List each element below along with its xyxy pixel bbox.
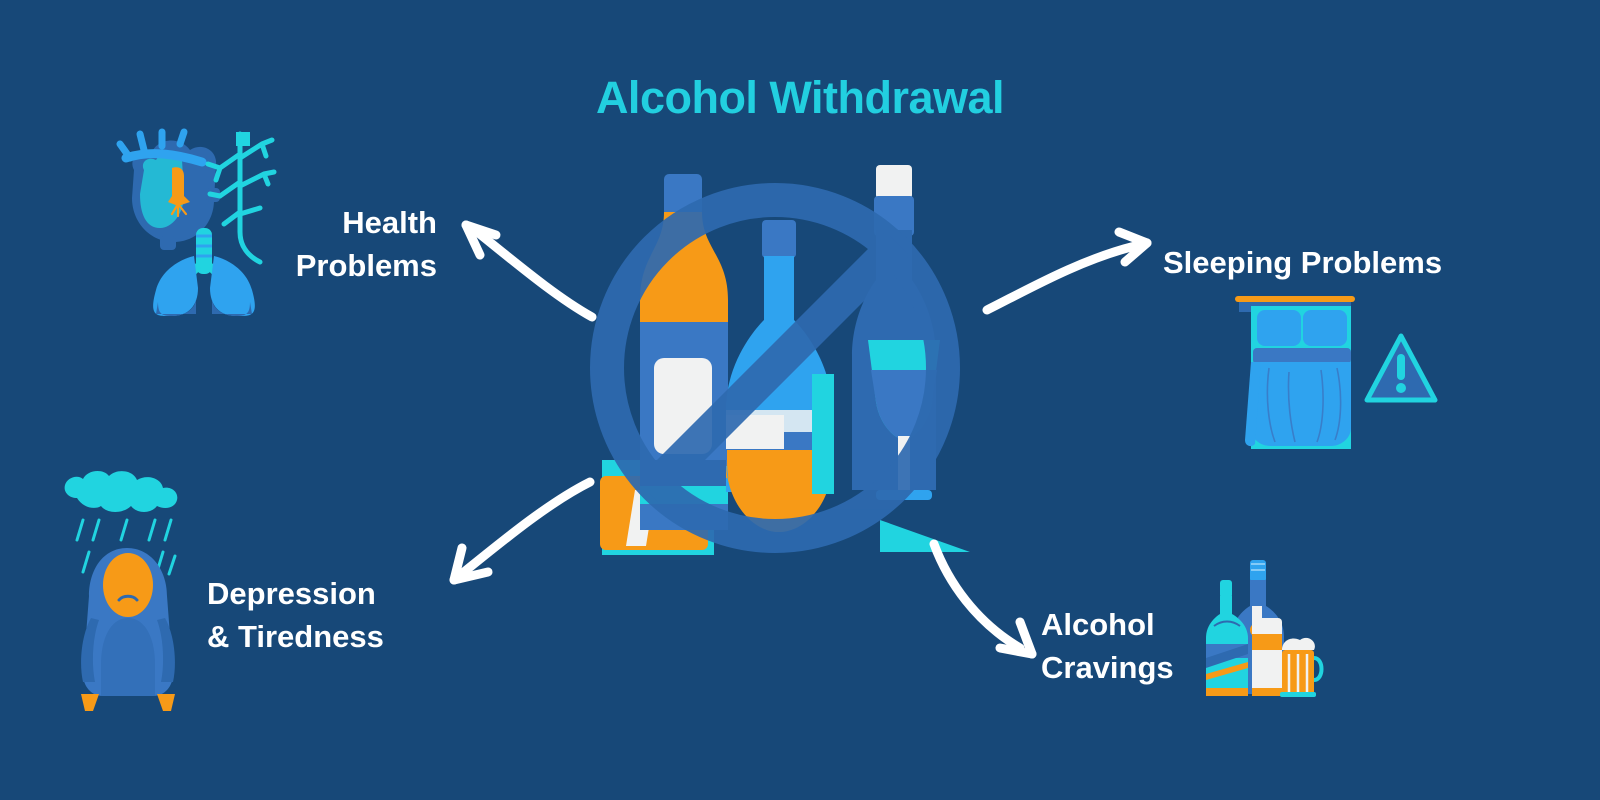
page-title: Alcohol Withdrawal: [595, 72, 1005, 123]
bottles-beer-mug-icon: [1200, 558, 1324, 703]
branch-label-sleeping-problems: Sleeping Problems: [1163, 245, 1443, 280]
branch-label-depression-tiredness: Depression & Tiredness: [207, 576, 384, 654]
heart-lungs-icon: [110, 128, 305, 317]
no-alcohol-sign: [580, 160, 1000, 580]
arrow-to-alcohol-cravings: [890, 530, 1065, 665]
arrow-to-sleeping-problems: [975, 218, 1160, 323]
arrow-to-depression-tiredness: [430, 460, 615, 590]
branch-label-alcohol-cravings: Alcohol Cravings: [1041, 607, 1174, 685]
sad-person-rain-cloud-icon: [55, 468, 200, 713]
branch-label-health-problems: Health Problems: [295, 205, 437, 283]
arrow-to-health-problems: [440, 205, 630, 330]
bed-warning-icon: [1195, 288, 1445, 453]
